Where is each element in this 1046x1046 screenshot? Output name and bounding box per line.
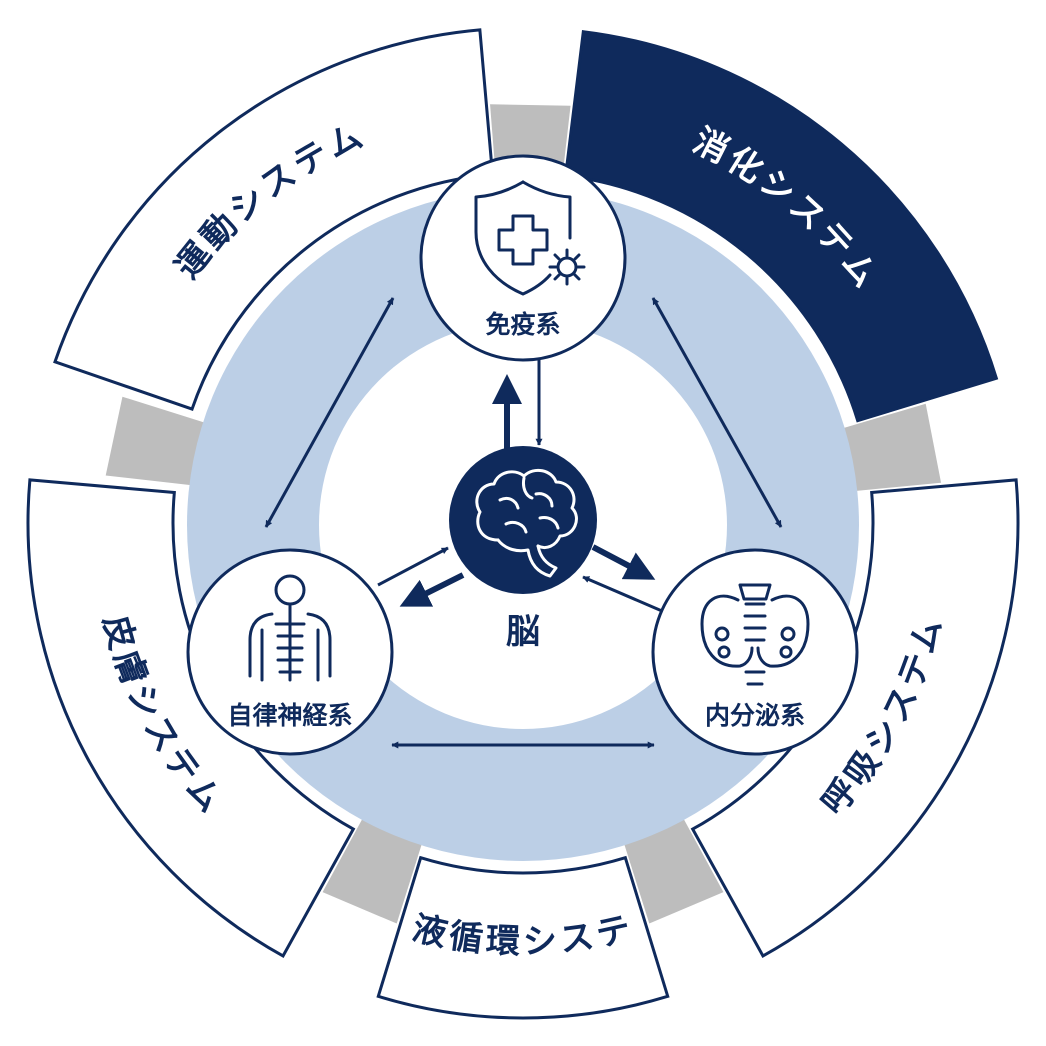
brain-arrows (377, 360, 663, 613)
node-autonomic-label: 自律神経系 (227, 701, 352, 730)
brain-circle (449, 446, 597, 594)
brain-icon (475, 468, 578, 578)
sector-respiratory: 呼吸システム (690, 478, 1020, 958)
sector-respiratory-shape (690, 478, 1020, 958)
arrow-endocrine-to-brain (582, 575, 663, 613)
node-endocrine: 内分泌系 (651, 548, 859, 756)
arrow-immune-endocrine (651, 297, 783, 528)
node-autonomic: 自律神経系 (186, 548, 394, 756)
sector-connector (105, 396, 209, 486)
shield-cross-virus-icon (474, 180, 586, 296)
arrow-brain-to-endocrine (591, 544, 656, 580)
node-immune-label: 免疫系 (485, 310, 560, 339)
arrow-brain-to-autonomic (399, 572, 465, 607)
thyroid-gland-icon (700, 583, 810, 686)
sector-connector (622, 813, 724, 924)
triangle-arrows (264, 297, 783, 749)
body-nerve-icon (248, 574, 332, 682)
arrow-autonomic-to-brain (377, 546, 449, 587)
sector-motor-shape (53, 28, 495, 411)
node-immune: 免疫系 (419, 154, 627, 362)
sector-circulatory-shape (376, 855, 670, 1020)
node-endocrine-label: 内分泌系 (705, 701, 805, 730)
sector-connector (322, 813, 424, 924)
arrow-immune-autonomic (264, 297, 395, 528)
brain-label: 脳 (506, 612, 540, 652)
sector-digestive-shape (563, 30, 999, 423)
brain-center: 脳 (449, 446, 597, 652)
sector-connector (839, 403, 942, 492)
